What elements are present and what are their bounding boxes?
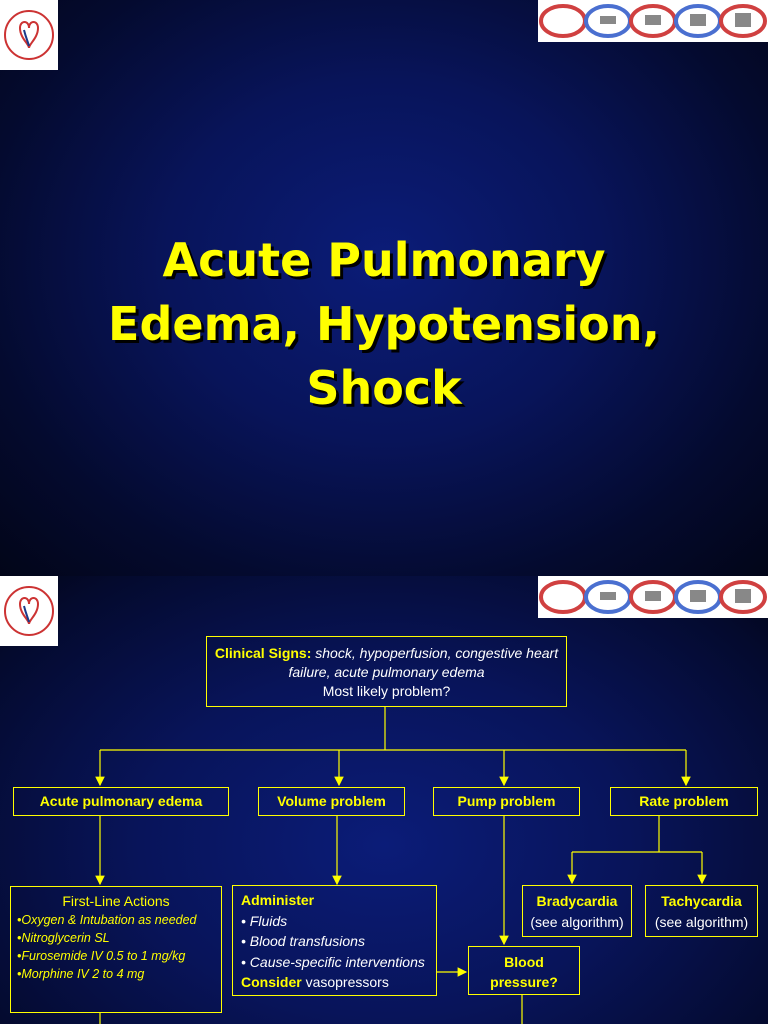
algorithm-slide: Clinical Signs: shock, hypoperfusion, co… bbox=[0, 576, 768, 1024]
flow-connectors bbox=[95, 707, 707, 1024]
administer-title: Administer bbox=[241, 892, 315, 908]
rate-problem-box: Rate problem bbox=[610, 787, 758, 816]
bradycardia-box: Bradycardia (see algorithm) bbox=[522, 885, 632, 937]
bradycardia-sub: (see algorithm) bbox=[530, 914, 624, 930]
administer-box: Administer • Fluids • Blood transfusions… bbox=[232, 885, 437, 996]
first-line-title: First-Line Actions bbox=[62, 893, 170, 909]
consider-label: Consider bbox=[241, 974, 302, 990]
problem-label: Acute pulmonary edema bbox=[39, 793, 203, 809]
problem-label: Pump problem bbox=[457, 793, 556, 809]
administer-item: • Cause-specific interventions bbox=[241, 953, 425, 970]
title-line-2: Edema, Hypotension, bbox=[108, 297, 660, 351]
consider-text: vasopressors bbox=[305, 974, 389, 990]
title-line-3: Shock bbox=[306, 361, 462, 415]
administer-item: • Fluids bbox=[241, 912, 288, 929]
first-line-item: •Nitroglycerin SL bbox=[17, 931, 110, 945]
perki-logo bbox=[0, 0, 58, 70]
acute-pulmonary-edema-box: Acute pulmonary edema bbox=[13, 787, 229, 816]
first-line-actions-box: First-Line Actions •Oxygen & Intubation … bbox=[10, 886, 222, 1013]
clinical-question: Most likely problem? bbox=[322, 683, 451, 699]
blood-pressure-box: Blood pressure? bbox=[468, 946, 580, 995]
problem-label: Rate problem bbox=[639, 793, 729, 809]
first-line-item: •Oxygen & Intubation as needed bbox=[17, 913, 197, 927]
tachycardia-sub: (see algorithm) bbox=[654, 914, 749, 930]
chain-of-survival-icon bbox=[538, 576, 768, 618]
volume-problem-box: Volume problem bbox=[258, 787, 405, 816]
blood-pressure-text: Blood pressure? bbox=[490, 954, 558, 990]
first-line-item: •Morphine IV 2 to 4 mg bbox=[17, 967, 145, 981]
problem-label: Volume problem bbox=[277, 793, 386, 809]
bradycardia-title: Bradycardia bbox=[536, 893, 618, 909]
clinical-signs-text: shock, hypoperfusion, congestive heart f… bbox=[288, 645, 559, 680]
perki-logo bbox=[0, 576, 58, 646]
tachycardia-title: Tachycardia bbox=[661, 893, 742, 909]
chain-of-survival-icon bbox=[538, 0, 768, 42]
clinical-signs-box: Clinical Signs: shock, hypoperfusion, co… bbox=[206, 636, 567, 707]
title-slide: Acute Pulmonary Edema, Hypotension, Shoc… bbox=[0, 0, 768, 576]
clinical-signs-label: Clinical Signs: bbox=[214, 645, 312, 661]
title-line-1: Acute Pulmonary bbox=[162, 233, 606, 287]
administer-item: • Blood transfusions bbox=[241, 933, 365, 949]
first-line-item: •Furosemide IV 0.5 to 1 mg/kg bbox=[17, 949, 186, 963]
pump-problem-box: Pump problem bbox=[433, 787, 580, 816]
slide-title: Acute Pulmonary Edema, Hypotension, Shoc… bbox=[0, 228, 768, 420]
tachycardia-box: Tachycardia (see algorithm) bbox=[645, 885, 758, 937]
